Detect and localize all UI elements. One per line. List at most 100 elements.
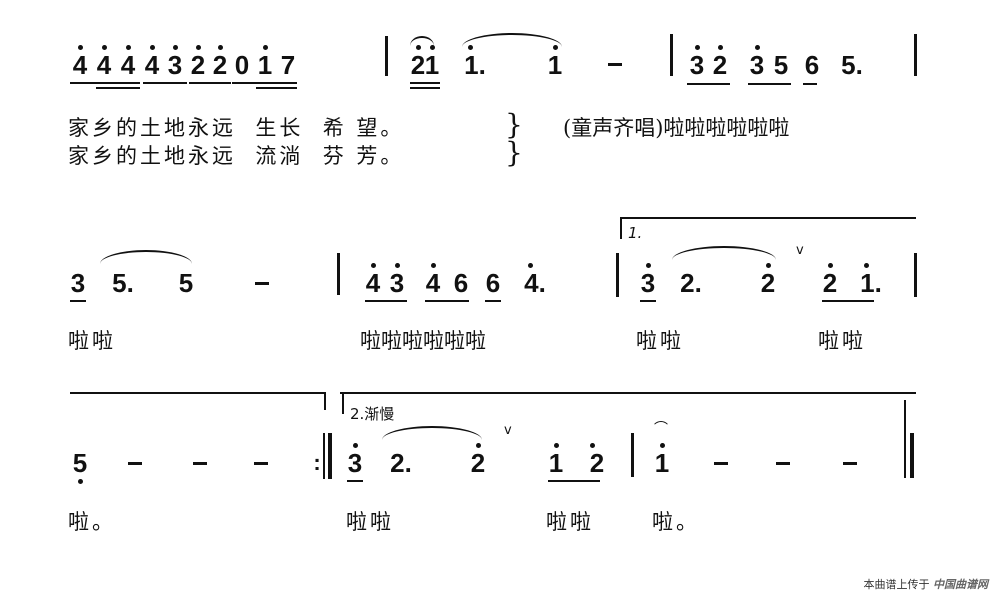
beam xyxy=(640,300,656,302)
note: 5. xyxy=(841,50,863,80)
volta-2-hook xyxy=(342,392,344,414)
note: 4. xyxy=(520,263,550,296)
lyrics-verse-1: 家乡的土地永远 生长 希 望。 xyxy=(68,116,405,140)
barline xyxy=(631,433,634,477)
note: 3 xyxy=(345,443,365,476)
breath-mark: v xyxy=(504,423,512,438)
lyrics: 啦啦 xyxy=(818,329,866,353)
note: 2 xyxy=(710,45,730,78)
note: 2. xyxy=(390,448,412,478)
beam xyxy=(410,87,440,89)
barline xyxy=(914,253,917,297)
note: 6 xyxy=(485,268,501,298)
note: 1 xyxy=(546,443,566,476)
note: 3 xyxy=(747,45,767,78)
beam xyxy=(232,82,297,84)
note: 1 xyxy=(255,45,275,78)
tie xyxy=(382,426,482,440)
beam xyxy=(96,87,140,89)
final-barline-thick xyxy=(910,433,914,478)
dash xyxy=(843,462,857,465)
volta-1-hook xyxy=(620,217,622,239)
note: 2 xyxy=(758,263,778,296)
beam xyxy=(748,83,791,85)
barline xyxy=(914,34,917,76)
note: 3 xyxy=(165,45,185,78)
note: 4 xyxy=(118,45,138,78)
note: 6 xyxy=(453,268,469,298)
note: 4 xyxy=(142,45,162,78)
note: 5 xyxy=(178,268,194,298)
beam xyxy=(803,83,817,85)
beam xyxy=(687,83,730,85)
note: 3 xyxy=(638,263,658,296)
beam xyxy=(70,300,86,302)
barline xyxy=(337,253,340,295)
breath-mark: v xyxy=(796,243,804,258)
barline xyxy=(385,36,388,76)
note: 6 xyxy=(804,50,820,80)
note: 1. xyxy=(460,45,490,78)
repeat-barline-thick xyxy=(328,433,332,479)
note: 4 xyxy=(423,263,443,296)
beam xyxy=(189,82,231,84)
lyrics: 啦啦啦啦啦啦 xyxy=(360,329,486,353)
dash xyxy=(714,462,728,465)
repeat-barline xyxy=(323,433,325,479)
note: 2 xyxy=(820,263,840,296)
fermata-icon: ⌒ xyxy=(654,421,668,437)
volta-1-line xyxy=(620,217,916,219)
dash xyxy=(254,462,268,465)
tie xyxy=(462,33,562,47)
lyrics: 啦啦 xyxy=(68,329,116,353)
note: 2 xyxy=(582,443,612,476)
beam xyxy=(548,480,600,482)
barline xyxy=(670,34,673,76)
note: 2 xyxy=(468,443,488,476)
dash xyxy=(608,63,622,66)
chorus-lyrics: (童声齐唱)啦啦啦啦啦啦 xyxy=(563,116,790,140)
note: 3 xyxy=(387,263,407,296)
slur xyxy=(410,36,434,46)
lyrics-verse-2: 家乡的土地永远 流淌 芬 芳。 xyxy=(68,144,405,168)
volta-1-line xyxy=(70,392,326,394)
dash xyxy=(255,282,269,285)
beam xyxy=(410,82,440,84)
tie xyxy=(672,246,776,260)
final-barline xyxy=(904,400,906,478)
note: 5. xyxy=(112,268,134,298)
lyrics: 啦。 xyxy=(68,510,116,534)
brace: } xyxy=(505,136,523,169)
beam xyxy=(365,300,407,302)
brace: } xyxy=(505,108,523,141)
note: 1 xyxy=(545,45,565,78)
note: 1. xyxy=(856,263,886,296)
note: 4 xyxy=(363,263,383,296)
repeat-dots: : xyxy=(313,450,321,475)
beam xyxy=(485,300,501,302)
note: 5 xyxy=(773,50,789,80)
dash xyxy=(128,462,142,465)
note: 1 xyxy=(652,443,672,476)
beam xyxy=(143,82,187,84)
tie xyxy=(100,250,192,264)
beam xyxy=(347,480,363,482)
lyrics: 啦啦 xyxy=(346,510,394,534)
volta-1-end xyxy=(324,392,326,410)
beam xyxy=(70,82,140,84)
site-logo[interactable]: 中国曲谱网 xyxy=(933,578,988,591)
upload-note: 本曲谱上传于 xyxy=(863,578,930,591)
volta-2-label: 2.渐慢 xyxy=(350,405,395,423)
lyrics: 啦啦 xyxy=(636,329,684,353)
note: 5 xyxy=(70,450,90,484)
lyrics: 啦啦 xyxy=(546,510,594,534)
note: 3 xyxy=(70,268,86,298)
beam xyxy=(822,300,874,302)
note: 7 xyxy=(280,50,296,80)
beam xyxy=(256,87,297,89)
note: 2. xyxy=(680,268,702,298)
note: 1 xyxy=(422,45,442,78)
note: 2 xyxy=(188,45,208,78)
volta-2-line xyxy=(340,392,916,394)
